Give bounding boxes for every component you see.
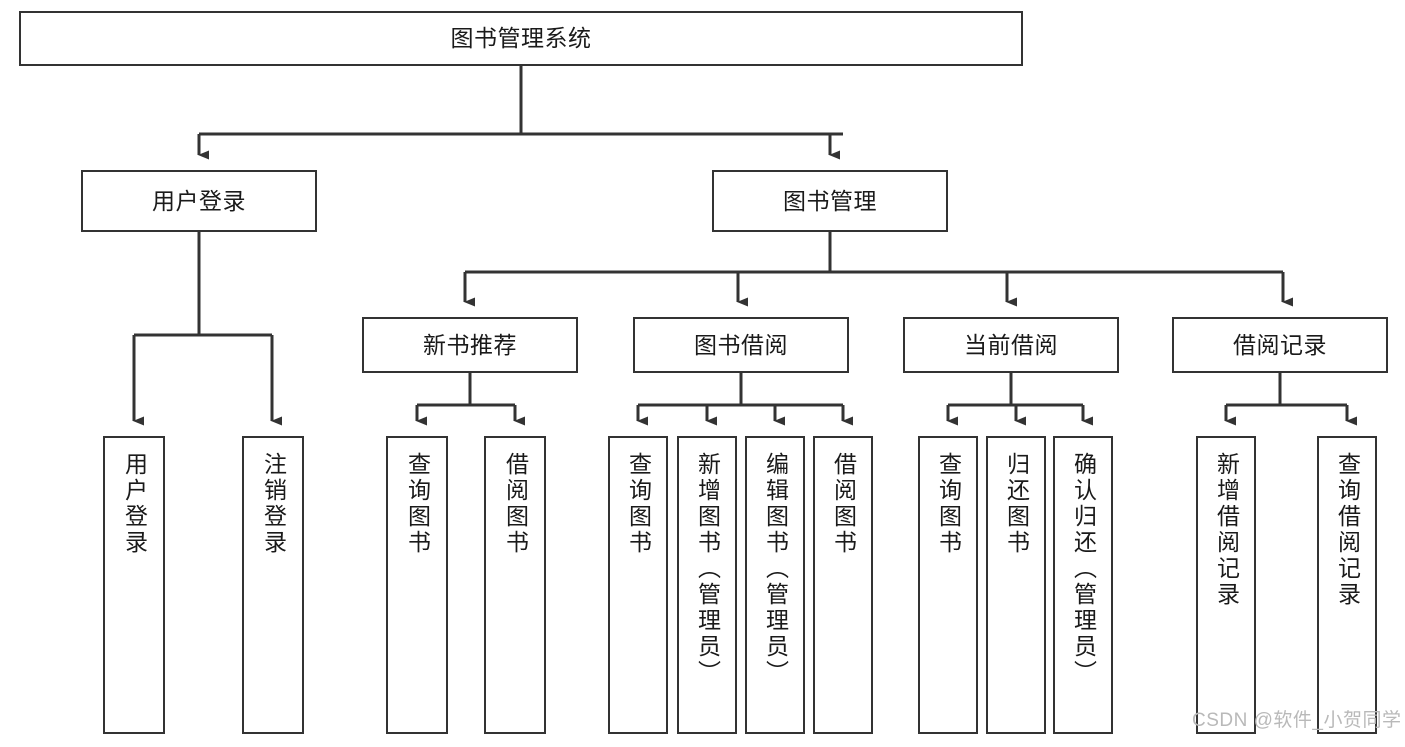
node-leaf-add-record[interactable]: 新增借阅记录 [1196, 436, 1256, 734]
node-new-book-recommend-label: 新书推荐 [423, 331, 517, 358]
node-current-borrow-label: 当前借阅 [964, 331, 1058, 358]
node-leaf-edit-book[interactable]: 编辑图书（管理员） [745, 436, 805, 734]
node-leaf-return-book[interactable]: 归还图书 [986, 436, 1046, 734]
node-user-login-label: 用户登录 [152, 187, 246, 214]
node-leaf-borrow-book-1-label: 借阅图书 [502, 452, 529, 556]
node-leaf-edit-book-label: 编辑图书（管理员） [762, 452, 789, 686]
node-leaf-add-book-label: 新增图书（管理员） [694, 452, 721, 686]
node-root-label: 图书管理系统 [450, 25, 592, 52]
node-book-manage[interactable]: 图书管理 [712, 170, 948, 232]
node-leaf-query-record-label: 查询借阅记录 [1334, 452, 1361, 608]
node-leaf-user-logout[interactable]: 注销登录 [242, 436, 304, 734]
node-leaf-user-login-label: 用户登录 [121, 452, 148, 556]
node-borrow-record[interactable]: 借阅记录 [1172, 317, 1388, 373]
node-book-borrow[interactable]: 图书借阅 [633, 317, 849, 373]
node-leaf-query-book-1[interactable]: 查询图书 [386, 436, 448, 734]
node-leaf-confirm-return[interactable]: 确认归还（管理员） [1053, 436, 1113, 734]
node-borrow-record-label: 借阅记录 [1233, 331, 1327, 358]
node-leaf-borrow-book-2[interactable]: 借阅图书 [813, 436, 873, 734]
node-book-borrow-label: 图书借阅 [694, 331, 788, 358]
node-leaf-borrow-book-1[interactable]: 借阅图书 [484, 436, 546, 734]
node-leaf-user-logout-label: 注销登录 [260, 452, 287, 556]
node-leaf-query-record[interactable]: 查询借阅记录 [1317, 436, 1377, 734]
node-leaf-add-book[interactable]: 新增图书（管理员） [677, 436, 737, 734]
node-leaf-query-book-3-label: 查询图书 [935, 452, 962, 556]
node-current-borrow[interactable]: 当前借阅 [903, 317, 1119, 373]
node-leaf-user-login[interactable]: 用户登录 [103, 436, 165, 734]
node-leaf-return-book-label: 归还图书 [1003, 452, 1030, 556]
node-leaf-query-book-1-label: 查询图书 [404, 452, 431, 556]
node-user-login[interactable]: 用户登录 [81, 170, 317, 232]
node-new-book-recommend[interactable]: 新书推荐 [362, 317, 578, 373]
node-leaf-query-book-2-label: 查询图书 [625, 452, 652, 556]
node-leaf-query-book-2[interactable]: 查询图书 [608, 436, 668, 734]
node-leaf-borrow-book-2-label: 借阅图书 [830, 452, 857, 556]
node-leaf-confirm-return-label: 确认归还（管理员） [1070, 452, 1097, 686]
node-book-manage-label: 图书管理 [783, 187, 877, 214]
node-leaf-add-record-label: 新增借阅记录 [1213, 452, 1240, 608]
node-leaf-query-book-3[interactable]: 查询图书 [918, 436, 978, 734]
node-root[interactable]: 图书管理系统 [19, 11, 1023, 66]
